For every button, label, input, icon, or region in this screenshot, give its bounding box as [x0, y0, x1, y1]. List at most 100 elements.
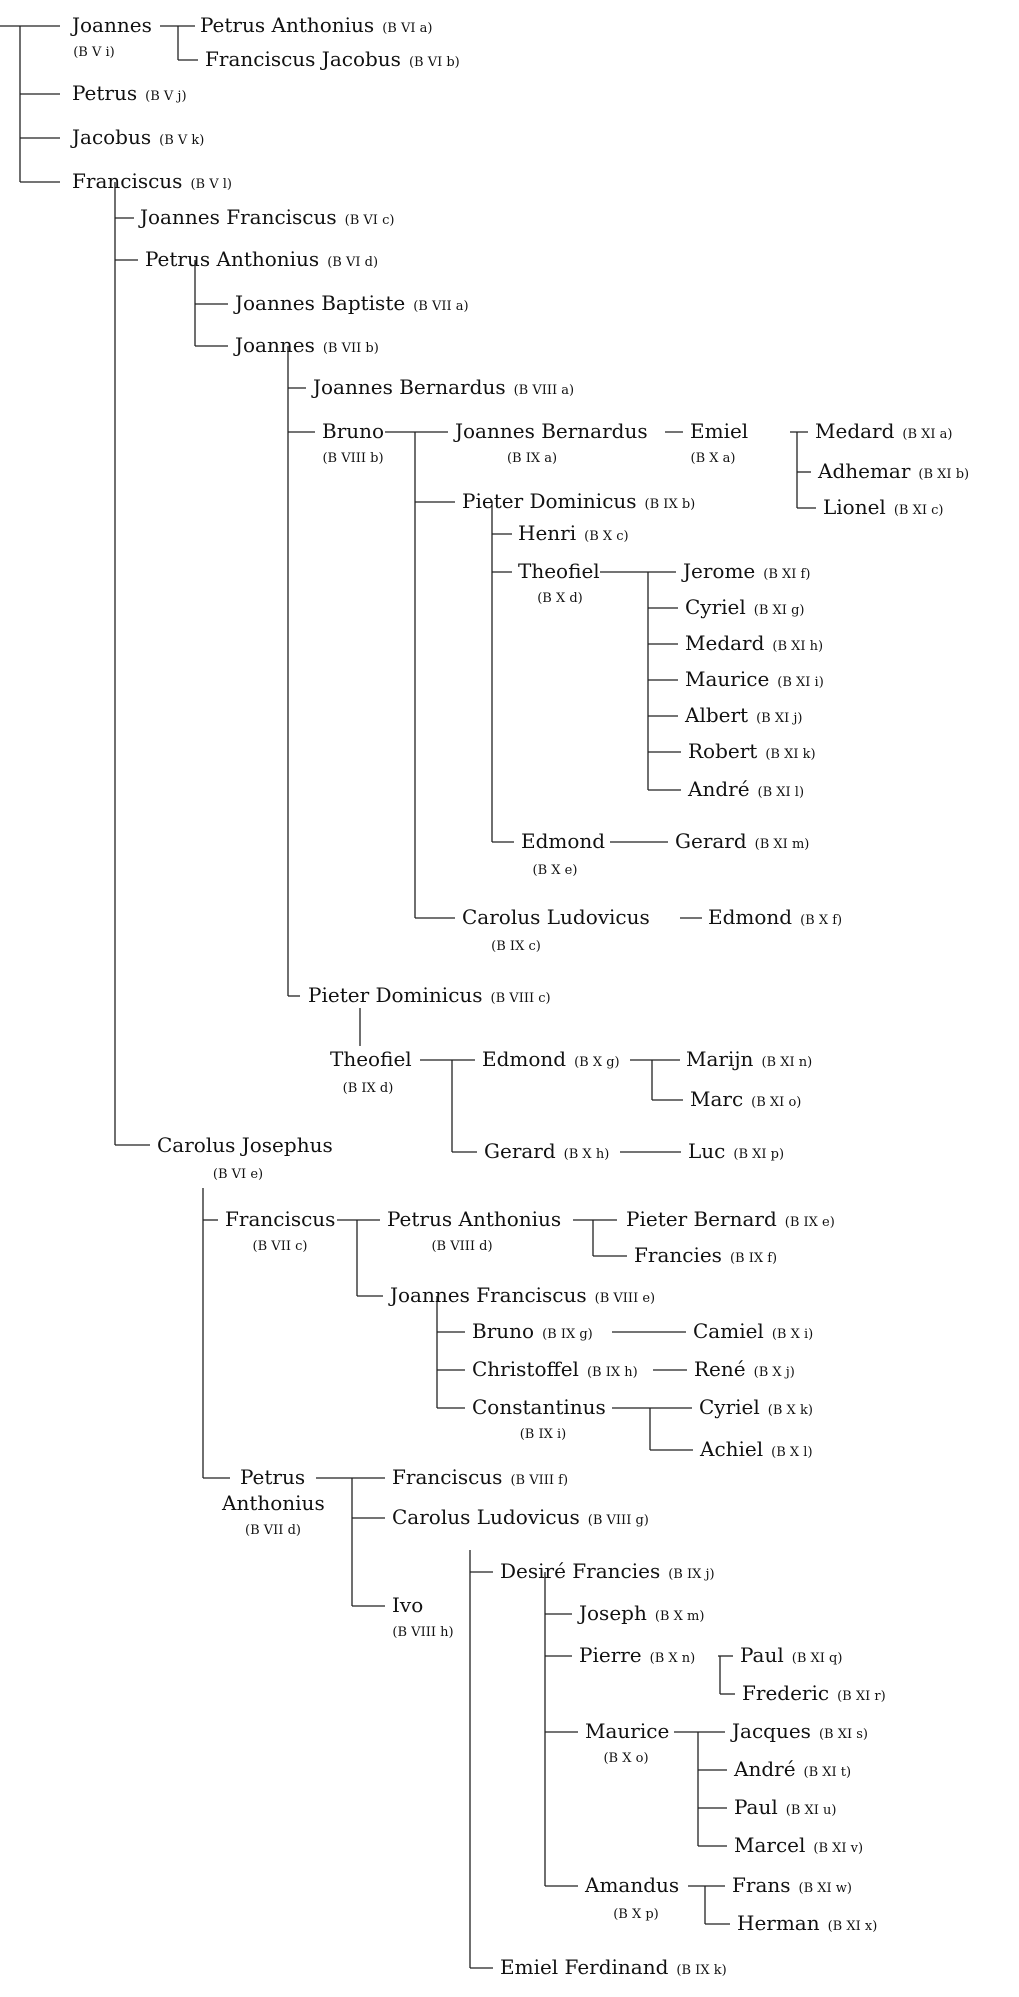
generation-code: (B IX f): [730, 1251, 777, 1266]
person-name: Gerard: [484, 1139, 556, 1163]
person-name: Jacobus: [70, 125, 151, 149]
generation-code: (B V k): [159, 133, 204, 148]
generation-code: (B VII d): [245, 1523, 301, 1538]
generation-code: (B XI r): [837, 1689, 886, 1704]
person-name: Achiel: [699, 1437, 763, 1461]
generation-code: (B XI s): [819, 1727, 868, 1742]
generation-code: (B X k): [768, 1403, 813, 1418]
person-name: Carolus Ludovicus: [392, 1505, 580, 1529]
person-name: Ivo: [392, 1593, 423, 1617]
person-name: Theofiel: [518, 559, 600, 583]
person-name: Bruno: [472, 1319, 534, 1343]
generation-code: (B XI u): [786, 1803, 837, 1818]
generation-code: (B IX k): [676, 1963, 726, 1978]
person-name: Joannes Franciscus: [138, 205, 337, 229]
generation-code: (B X j): [754, 1365, 795, 1380]
person-name: Adhemar: [817, 459, 911, 483]
generation-code: (B IX e): [785, 1215, 835, 1230]
generation-code: (B X f): [800, 913, 842, 928]
generation-code: (B XI p): [733, 1147, 784, 1162]
generation-code: (B XI k): [765, 747, 815, 762]
generation-code: (B X e): [533, 863, 578, 878]
person-name: Franciscus: [392, 1465, 502, 1489]
generation-code: (B VI d): [327, 255, 378, 270]
generation-code: (B VIII f): [510, 1473, 568, 1488]
person-name: René: [694, 1357, 746, 1381]
generation-code: (B VII c): [253, 1239, 308, 1254]
person-name: Bruno: [322, 419, 384, 443]
person-name: André: [733, 1757, 796, 1781]
generation-code: (B V i): [73, 45, 115, 60]
person-name: Joannes: [233, 333, 315, 357]
person-name: Amandus: [584, 1873, 679, 1897]
person-name: Carolus Ludovicus: [462, 905, 650, 929]
generation-code: (B VI e): [213, 1167, 263, 1182]
generation-code: (B XI t): [804, 1765, 852, 1780]
generation-code: (B VI b): [409, 55, 460, 70]
generation-code: (B XI j): [756, 711, 802, 726]
person-name: Christoffel: [472, 1357, 579, 1381]
person-name: Edmond: [708, 905, 792, 929]
person-name: Petrus: [240, 1465, 305, 1489]
person-name: Herman: [737, 1911, 820, 1935]
person-name: Marijn: [686, 1047, 754, 1071]
person-name: Frans: [732, 1873, 791, 1897]
person-name: Franciscus: [225, 1207, 335, 1231]
person-name: Cyriel: [685, 595, 746, 619]
person-name: Camiel: [693, 1319, 764, 1343]
generation-code: (B X d): [537, 591, 583, 606]
generation-code: (B VIII g): [588, 1513, 649, 1528]
generation-code: (B X n): [650, 1651, 696, 1666]
generation-code: (B VI a): [382, 21, 432, 36]
person-name: Paul: [740, 1643, 784, 1667]
generation-code: (B XI h): [772, 639, 823, 654]
person-name: Edmond: [521, 829, 605, 853]
generation-code: (B VI c): [345, 213, 395, 228]
person-name: Frederic: [742, 1681, 829, 1705]
person-name: Joannes: [70, 13, 152, 37]
person-name: Pieter Dominicus: [462, 489, 637, 513]
generation-code: (B VII a): [413, 299, 468, 314]
person-name: Maurice: [585, 1719, 669, 1743]
tree-connectors: [0, 25, 816, 1969]
person-name: Carolus Josephus: [157, 1133, 333, 1157]
generation-code: (B X g): [574, 1055, 620, 1070]
generation-code: (B X o): [603, 1751, 648, 1766]
person-name: Petrus Anthonius: [387, 1207, 561, 1231]
person-name: Emiel Ferdinand: [500, 1955, 669, 1979]
person-name: Petrus Anthonius: [145, 247, 319, 271]
generation-code: (B IX i): [520, 1427, 567, 1442]
generation-code: (B IX b): [645, 497, 696, 512]
generation-code: (B VIII b): [322, 451, 383, 466]
generation-code: (B XI x): [828, 1919, 878, 1934]
tree-labels: Joannes (B V i) Petrus Anthonius (B VI a) Fr…: [70, 13, 969, 1979]
generation-code: (B X m): [655, 1609, 705, 1624]
generation-code: (B XI w): [799, 1881, 852, 1896]
person-name: Joannes Franciscus: [388, 1283, 587, 1307]
person-name: Medard: [815, 419, 895, 443]
person-name: Luc: [688, 1139, 725, 1163]
person-name: Jacques: [730, 1719, 811, 1743]
generation-code: (B VIII c): [491, 991, 551, 1006]
person-name: Robert: [688, 739, 757, 763]
generation-code: (B IX g): [542, 1327, 593, 1342]
generation-code: (B XI l): [758, 785, 805, 800]
person-name: Franciscus: [72, 169, 182, 193]
person-name: Petrus: [72, 81, 137, 105]
person-name: Francies: [634, 1243, 722, 1267]
person-name: André: [687, 777, 750, 801]
generation-code: (B X l): [771, 1445, 812, 1460]
person-name: Marcel: [734, 1833, 805, 1857]
person-name: Pieter Dominicus: [308, 983, 483, 1007]
generation-code: (B X p): [613, 1907, 659, 1922]
generation-code: (B XI f): [763, 567, 810, 582]
person-name: Joannes Baptiste: [233, 291, 405, 315]
person-name: Desiré Francies: [500, 1559, 660, 1583]
person-name: Pieter Bernard: [626, 1207, 777, 1231]
person-name: Constantinus: [472, 1395, 606, 1419]
person-name: Joannes Bernardus: [453, 419, 648, 443]
person-name: Theofiel: [330, 1047, 412, 1071]
person-name: Jerome: [681, 559, 755, 583]
person-name: Medard: [685, 631, 765, 655]
person-name: Marc: [690, 1087, 743, 1111]
